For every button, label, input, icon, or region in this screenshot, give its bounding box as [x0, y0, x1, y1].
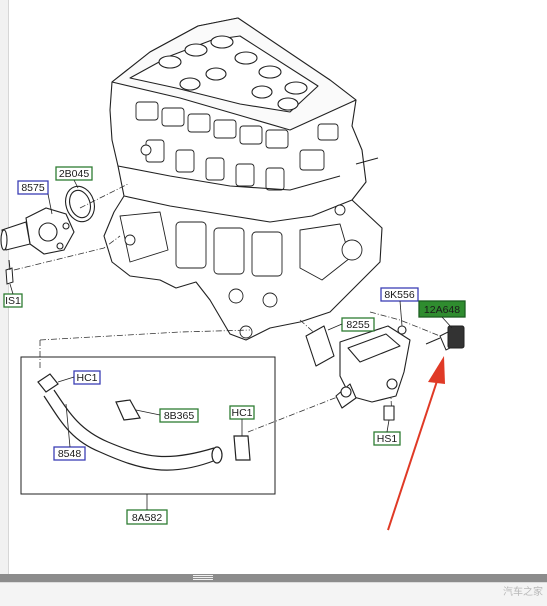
left-gutter	[0, 0, 9, 577]
coolant-hose-part	[37, 373, 251, 471]
hose-assembly-frame	[20, 356, 276, 495]
thermostat-housing-part	[0, 207, 75, 255]
status-strip	[0, 582, 547, 606]
leader-lines	[13, 183, 441, 433]
bottom-scrollbar-area[interactable]: 汽车之家	[0, 574, 547, 606]
callout-8548: 8548	[53, 446, 86, 461]
callout-2B045: 2B045	[55, 166, 93, 181]
callout-IS1: IS1	[3, 293, 23, 308]
svg-text:8255: 8255	[346, 319, 370, 331]
gasket-ring-part	[65, 185, 95, 223]
svg-text:8548: 8548	[58, 448, 82, 460]
callout-8575: 8575	[17, 180, 49, 195]
svg-text:8K556: 8K556	[384, 289, 415, 301]
red-pointer-arrow	[387, 356, 445, 531]
coolant-outlet-housing-part	[305, 325, 411, 421]
scrollbar-grip-icon[interactable]	[193, 575, 213, 581]
svg-text:HC1: HC1	[76, 372, 97, 384]
callout-HC1-left: HC1	[73, 370, 101, 385]
watermark: 汽车之家	[503, 587, 543, 598]
callout-HC1-right: HC1	[229, 405, 255, 420]
svg-text:HS1: HS1	[377, 433, 398, 445]
callout-HS1: HS1	[373, 431, 401, 446]
svg-text:IS1: IS1	[5, 295, 21, 307]
screw-part	[5, 259, 14, 285]
svg-text:12A648: 12A648	[424, 304, 460, 316]
callout-8K556: 8K556	[380, 287, 419, 302]
callout-8B365: 8B365	[159, 408, 199, 423]
callout-8A582: 8A582	[126, 509, 168, 525]
temperature-sensor-part	[425, 325, 465, 351]
svg-text:8B365: 8B365	[164, 410, 195, 422]
svg-text:8575: 8575	[21, 182, 45, 194]
callout-12A648: 12A648	[418, 300, 466, 318]
engine-block	[103, 17, 383, 341]
svg-text:HC1: HC1	[231, 407, 252, 419]
svg-text:2B045: 2B045	[59, 168, 90, 180]
svg-text:8A582: 8A582	[132, 512, 163, 524]
callout-8255: 8255	[341, 317, 375, 332]
callout-connectors	[9, 179, 453, 510]
exploded-parts-diagram: 8575 2B045 IS1 8K556 12A648 8255 HC1 8B3…	[0, 17, 466, 531]
horizontal-scrollbar[interactable]	[0, 574, 547, 582]
